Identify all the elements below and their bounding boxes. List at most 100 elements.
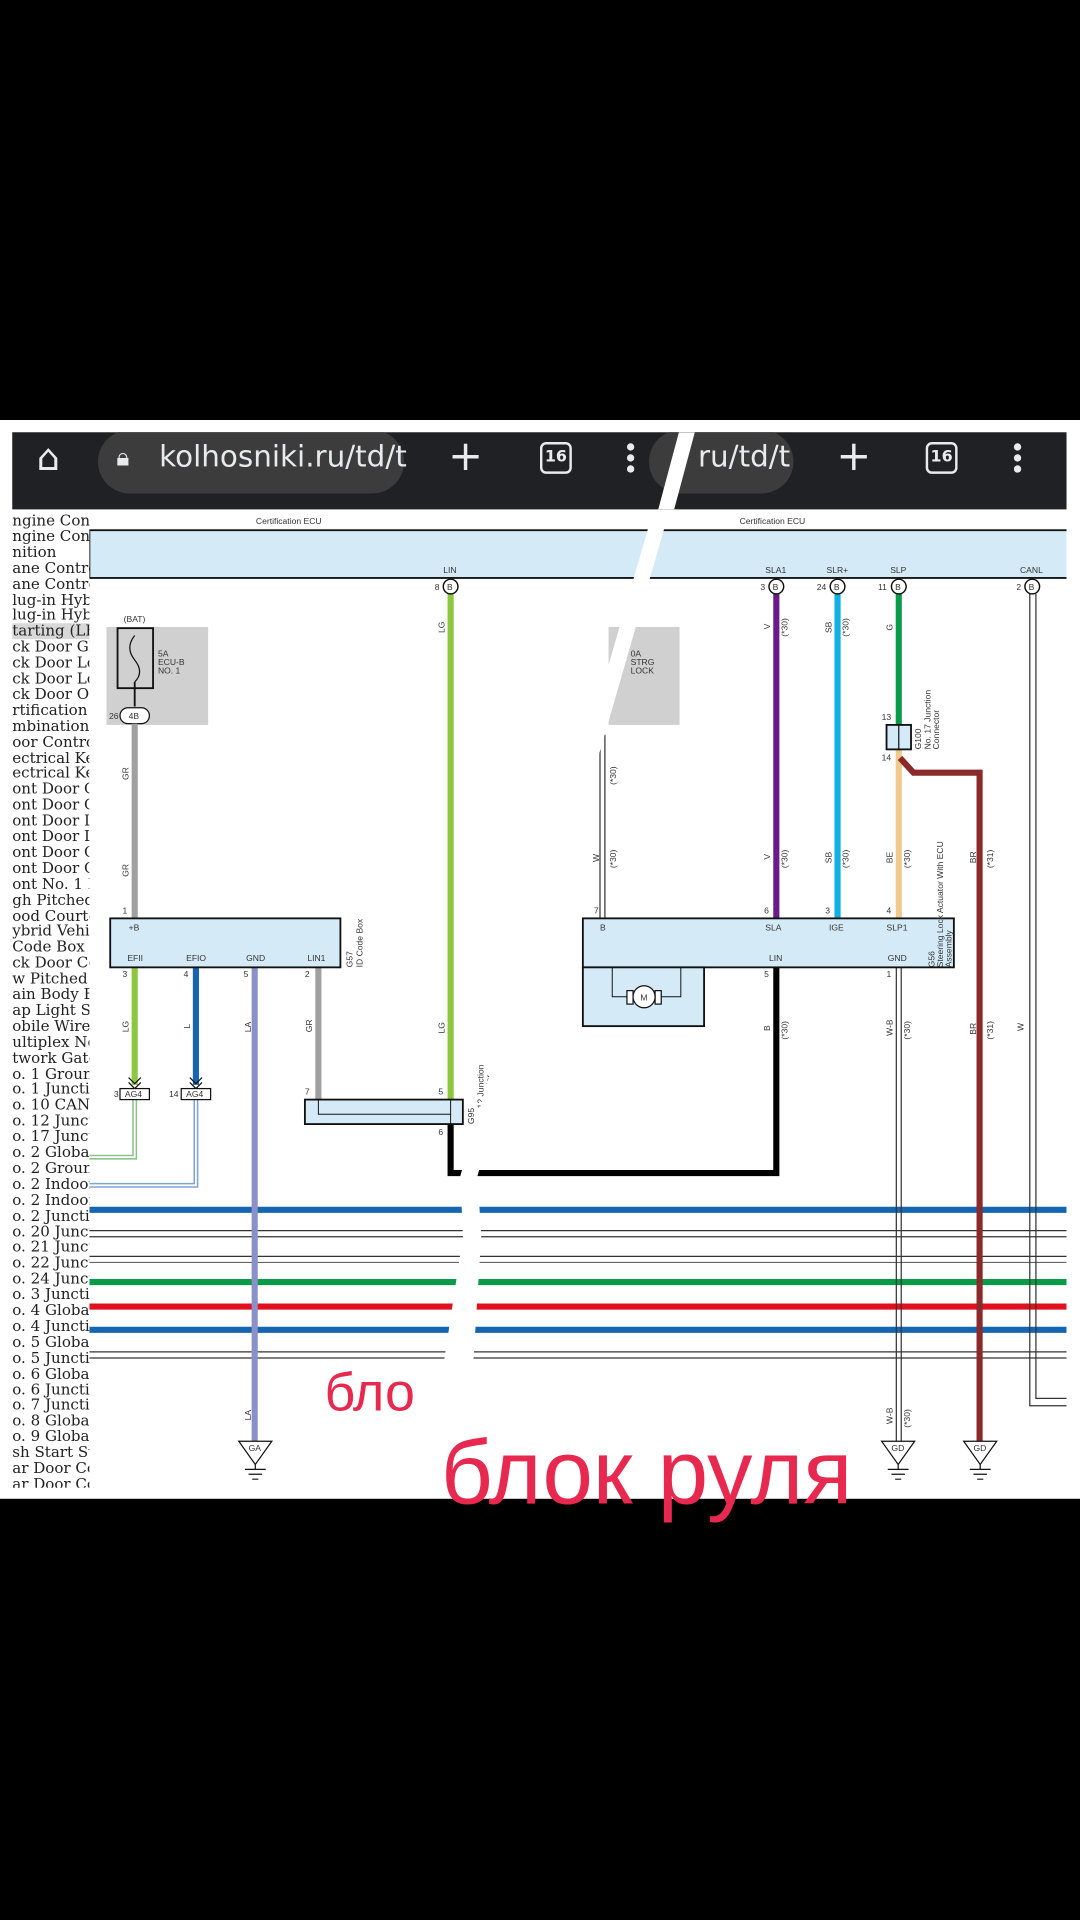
pin-no: 24 (817, 582, 827, 592)
sidebar-item[interactable]: twork Gatewa (12, 1048, 89, 1067)
wire-label: SB (823, 621, 833, 633)
sidebar-item[interactable]: o. 8 Global CAN (12, 1412, 90, 1430)
wire-label: W-B (885, 1407, 895, 1424)
sidebar-item[interactable]: ap Light Sub- (12, 1001, 89, 1019)
ecu-connectors (442, 578, 1041, 595)
sidebar-item[interactable]: ngine Control (12, 511, 90, 529)
sidebar-item[interactable]: o. 17 Junction (12, 1127, 89, 1146)
sidebar-item[interactable]: o. 24 Junction (12, 1270, 89, 1288)
pin-label-canl: CANL (1020, 565, 1043, 575)
g56-pin-ige: IGE (829, 923, 844, 933)
sidebar-item[interactable]: rtification EC (12, 701, 89, 719)
sidebar-item[interactable]: ont Door Lock (12, 811, 89, 830)
sidebar-item[interactable]: ont Door Lock (12, 827, 89, 845)
pin-no: 4 (184, 969, 189, 979)
sidebar-item[interactable]: ectrical Key & (12, 748, 89, 766)
sidebar-item[interactable]: o. 2 Indoor Ele (12, 1191, 89, 1209)
lock-icon: 🔒︎ (116, 442, 130, 472)
sidebar-item[interactable]: mbination Me (12, 717, 90, 735)
sidebar-item[interactable]: nition (12, 543, 57, 561)
wire-label: B (762, 1025, 772, 1031)
menu-dots-icon[interactable] (626, 443, 635, 476)
wire-label: W (1016, 1022, 1026, 1031)
sidebar-item[interactable]: ultiplex Netw (12, 1033, 89, 1051)
address-bar[interactable]: 🔒︎ kolhosniki.ru/td/t (97, 432, 407, 494)
home-icon[interactable]: ⌂ (36, 437, 61, 481)
wire-label: BE (885, 852, 895, 864)
ecu-title: Certification ECU (256, 516, 322, 526)
ground-ga: GA (237, 1440, 274, 1480)
sidebar-item[interactable]: o. 6 Junction C (12, 1380, 90, 1398)
wire-label: GR (121, 864, 131, 877)
conn-b: B (895, 582, 901, 592)
sidebar-item[interactable]: o. 6 Global CAN (12, 1364, 90, 1382)
sidebar-item[interactable]: o. 5 Junction C (12, 1349, 90, 1367)
new-tab-plus-icon[interactable]: + (448, 432, 484, 482)
g56-name: Steering Lock Actuator With ECU (935, 841, 945, 967)
ecu-connector-letters: B B B B B (447, 582, 1035, 592)
sidebar-item[interactable]: ck Door Contr (12, 954, 89, 972)
wire-note: (*30) (608, 849, 618, 868)
sidebar-item[interactable]: o. 1 Junction C (12, 1080, 90, 1098)
sidebar-item[interactable]: lug-in Hybrid (12, 606, 90, 624)
sidebar-item[interactable]: ood Courtesy S (12, 906, 89, 924)
fuse-connector: 4B (129, 711, 140, 721)
sidebar-item[interactable]: o. 2 Ground Ju (12, 1159, 89, 1177)
sidebar-item[interactable]: o. 10 CAN Junc (12, 1096, 90, 1114)
sidebar-item[interactable]: ont Door Outs (12, 859, 89, 877)
sidebar-item[interactable]: o. 4 Junction C (12, 1317, 90, 1335)
sidebar-item[interactable]: o. 5 Global CA (12, 1333, 90, 1351)
sidebar-item[interactable]: o. 12 Junction (12, 1112, 89, 1130)
sidebar-item[interactable]: o. 1 Ground Ju (12, 1064, 89, 1082)
g56-name2: Assembly (943, 930, 953, 968)
sidebar-item[interactable]: obile Wireless (12, 1017, 90, 1035)
wire-label: GR (304, 1019, 314, 1032)
sidebar-item[interactable]: ybrid Vehicle C (12, 922, 90, 940)
sidebar-item[interactable]: ar Door Court (12, 1459, 89, 1477)
sidebar-item[interactable]: ectrical Key A (12, 764, 89, 782)
sidebar-item[interactable]: o. 4 Global CA (12, 1301, 90, 1319)
sidebar-item[interactable]: ane Control Sy (12, 559, 89, 577)
sidebar-item[interactable]: ck Door Lock (12, 669, 89, 687)
sidebar-item[interactable]: gh Pitched Ho (12, 890, 90, 909)
wire-label: BR (968, 851, 978, 863)
ag4-connectors: AG4 AG4 3 14 (114, 1077, 212, 1101)
g57-pin-b: +B (129, 923, 140, 933)
sidebar-item[interactable]: o. 9 Global CAN (12, 1427, 90, 1446)
sidebar-item[interactable]: ck Door Lock (12, 653, 89, 672)
sidebar-item[interactable]: ont Door Outs (12, 843, 89, 861)
sidebar-item[interactable]: ck Door Glass (12, 638, 89, 656)
sidebar-item[interactable]: tarting (LHD) (12, 623, 90, 640)
sidebar-item[interactable]: ck Door Open (12, 685, 90, 703)
pin-no: 3 (825, 905, 830, 915)
pin-no: 3 (114, 1089, 119, 1099)
sidebar-item[interactable]: ont Door Cour (12, 796, 89, 814)
sidebar-list[interactable]: ngine Controlngine Controlnitionane Cont… (0, 511, 90, 1488)
tabs-button[interactable]: 16 (540, 442, 572, 474)
sidebar-item[interactable]: o. 7 Junction C (12, 1396, 90, 1414)
wire-b-lin (447, 967, 780, 1177)
sidebar-item[interactable]: o. 20 Junction (12, 1222, 89, 1240)
sidebar-item[interactable]: o. 2 Junction C (12, 1206, 90, 1224)
sidebar-item[interactable]: oor Control Sw (12, 732, 89, 751)
sidebar-item[interactable]: ane Control Sy (12, 575, 89, 593)
pin-no: 8 (435, 582, 440, 592)
sidebar-item[interactable]: o. 21 Junction (12, 1238, 89, 1256)
tabs-button-copy: 16 (925, 442, 958, 474)
pin-no: 5 (438, 1087, 443, 1097)
sidebar-item[interactable]: o. 3 Junction C (12, 1285, 90, 1303)
wire-note: (*30) (779, 849, 789, 868)
sidebar-item[interactable]: lug-in Hybrid (12, 590, 90, 608)
sidebar-item[interactable]: o. 22 Junction (12, 1254, 89, 1272)
sidebar-item[interactable]: w Pitched Ho (12, 969, 89, 988)
sidebar-item[interactable]: o. 2 Global CA (12, 1143, 90, 1161)
sidebar-item[interactable]: ngine Control (12, 527, 90, 545)
sidebar-item[interactable]: ain Body ECU (12, 985, 89, 1003)
conn-b: B (773, 582, 779, 592)
sidebar-item[interactable]: sh Start Switc (12, 1443, 89, 1461)
sidebar-item[interactable]: o. 2 Indoor Ele (12, 1175, 89, 1193)
sidebar-item[interactable]: ont Door Cour (12, 780, 89, 798)
sidebar-item[interactable]: ont No. 1 Indo (12, 875, 89, 893)
sidebar-item[interactable]: Code Box / G5 (12, 938, 89, 956)
sidebar-item[interactable]: ar Door Court (12, 1475, 89, 1488)
